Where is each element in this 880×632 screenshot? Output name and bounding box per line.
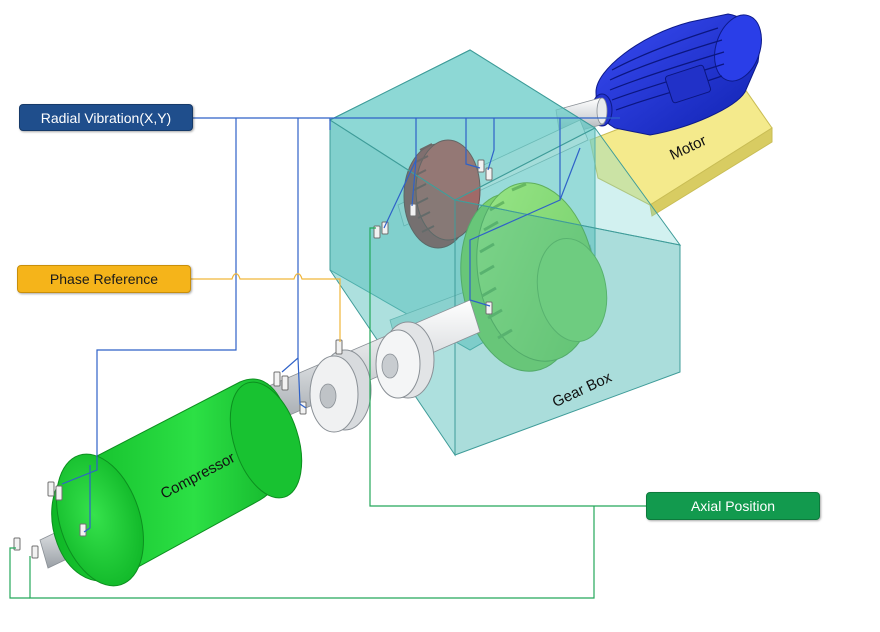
probe-icon — [477, 159, 493, 181]
radial-vibration-label: Radial Vibration(X,Y) — [19, 104, 193, 131]
probes — [13, 159, 493, 559]
radial-vibration-wires — [61, 117, 620, 533]
probe-icon — [485, 301, 493, 315]
gear-box: Gear Box — [328, 49, 682, 457]
phase-reference-wire — [191, 273, 341, 342]
probe-icon — [373, 221, 389, 239]
phase-reference-label: Phase Reference — [17, 265, 191, 293]
probe-icon — [409, 203, 417, 217]
probe-icon — [13, 537, 39, 559]
compressor: Compressor — [39, 378, 303, 587]
axial-position-label: Axial Position — [646, 492, 820, 520]
axial-position-wires — [9, 227, 646, 599]
motor: Motor — [589, 13, 773, 217]
probe-icon — [273, 371, 289, 391]
probe-icon — [335, 339, 343, 355]
coupling — [235, 299, 481, 435]
probe-icon — [79, 523, 87, 537]
probe-icon — [47, 481, 63, 501]
